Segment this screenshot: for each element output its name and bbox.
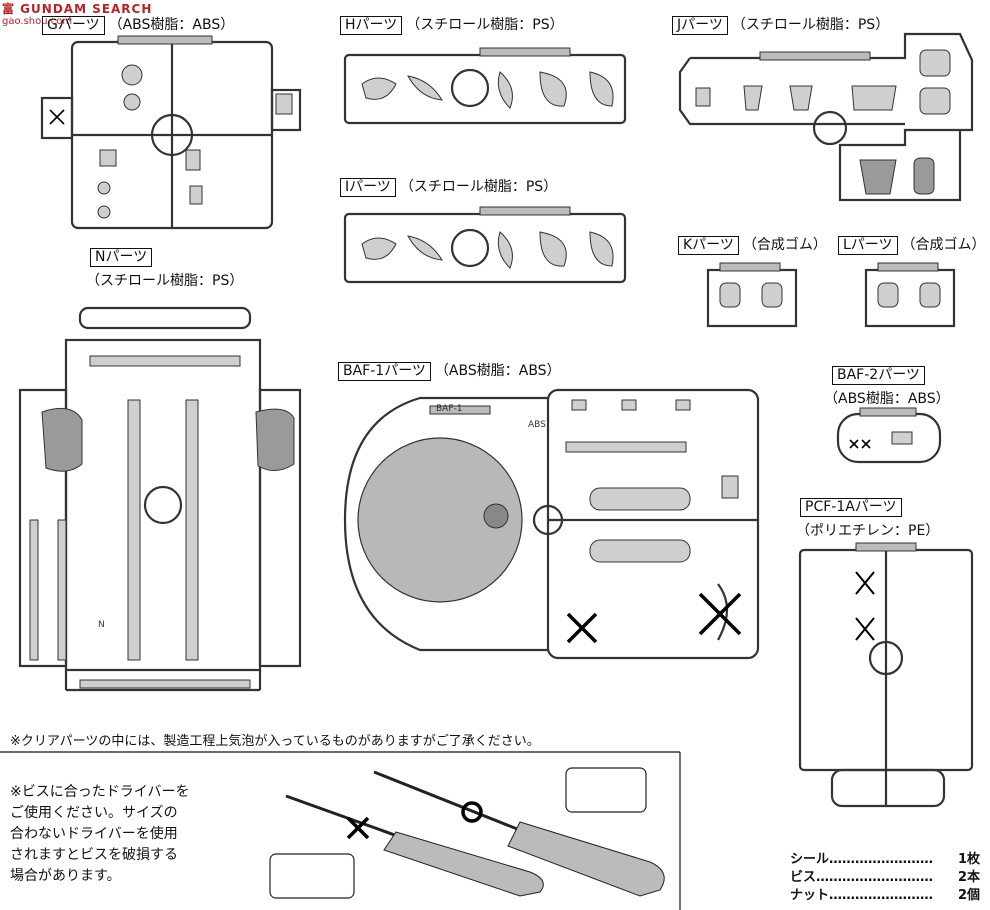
material-l: （合成ゴム） — [901, 237, 986, 253]
screwdriver-diagram — [0, 751, 681, 910]
material-g: （ABS樹脂：ABS） — [108, 17, 235, 33]
screwdriver-note-line: 場合があります。 — [10, 868, 121, 884]
part-label-g: Gパーツ — [42, 16, 105, 35]
sprue-mark-abs: ABS — [528, 420, 546, 430]
g-sprue — [40, 35, 302, 230]
inventory-qty: 2個 — [957, 888, 980, 903]
inventory-item: シール — [790, 852, 830, 867]
inventory-qty: 1枚 — [957, 852, 980, 867]
sprue-mark-baf1: BAF-1 — [436, 404, 463, 414]
l-sprue — [864, 262, 956, 328]
section-header-j: Jパーツ（スチロール樹脂：PS） — [672, 14, 889, 35]
material-n: （スチロール樹脂：PS） — [86, 273, 244, 289]
n-sprue — [18, 306, 302, 692]
screwdriver-note-line: 合わないドライバーを使用 — [10, 826, 178, 842]
part-label-pcf1a: PCF-1Aパーツ — [800, 498, 902, 517]
clear-parts-note: ※クリアパーツの中には、製造工程上気泡が入っているものがありますがご了承ください… — [10, 734, 540, 749]
part-label-k: Kパーツ — [678, 236, 739, 255]
screwdriver-note-line: ※ビスに合ったドライバーを — [10, 784, 190, 800]
section-header-k: Kパーツ（合成ゴム） — [678, 234, 827, 255]
inventory-item: ナット — [790, 888, 830, 903]
section-header-l: Lパーツ（合成ゴム） — [838, 234, 986, 255]
watermark-url: gao.shou.com — [2, 16, 73, 27]
section-header-baf1: BAF-1パーツ（ABS樹脂：ABS） — [338, 360, 561, 381]
screwdriver-note-line: されますとビスを破損する — [10, 847, 178, 863]
material-i: （スチロール樹脂：PS） — [399, 179, 558, 195]
material-k: （合成ゴム） — [742, 237, 827, 253]
material-pcf1a: （ポリエチレン：PE） — [796, 523, 940, 539]
inventory-dots: …………………… — [829, 852, 934, 867]
screwdriver-note-line: ご使用ください。サイズの — [10, 805, 178, 821]
pcf1a-sprue — [798, 542, 974, 808]
j-sprue — [678, 32, 974, 202]
part-label-l: Lパーツ — [838, 236, 898, 255]
part-label-j: Jパーツ — [672, 16, 728, 35]
i-sprue — [343, 206, 627, 284]
baf2-sprue — [836, 407, 942, 464]
k-sprue — [706, 262, 798, 328]
section-header-n: Nパーツ — [90, 248, 156, 267]
watermark-logo: 富 GUNDAM SEARCH — [2, 2, 153, 16]
section-header-g: Gパーツ（ABS樹脂：ABS） — [42, 14, 234, 35]
inventory-row: シール…………………… 1枚 — [790, 848, 980, 867]
section-header-h: Hパーツ（スチロール樹脂：PS） — [340, 14, 564, 35]
inventory-row: ナット…………………… 2個 — [790, 884, 980, 903]
part-label-h: Hパーツ — [340, 16, 403, 35]
sprue-mark-n: N — [98, 620, 105, 630]
inventory-qty: 2本 — [957, 870, 980, 885]
part-label-baf1: BAF-1パーツ — [338, 362, 431, 381]
part-label-baf2: BAF-2パーツ — [832, 366, 925, 385]
section-header-baf2: BAF-2パーツ — [832, 366, 929, 385]
h-sprue — [343, 47, 627, 125]
inventory-row: ビス……………………… 2本 — [790, 866, 980, 885]
inventory-dots: …………………… — [829, 888, 934, 903]
material-j: （スチロール樹脂：PS） — [731, 17, 890, 33]
part-label-n: Nパーツ — [90, 248, 153, 267]
section-header-i: Iパーツ（スチロール樹脂：PS） — [340, 176, 557, 197]
material-baf1: （ABS樹脂：ABS） — [434, 363, 561, 379]
inventory-item: ビス — [790, 870, 817, 885]
inventory-dots: ……………………… — [816, 870, 934, 885]
material-baf2: （ABS樹脂：ABS） — [824, 391, 950, 407]
baf1-sprue — [343, 388, 760, 660]
screwdriver-note: ※ビスに合ったドライバーを ご使用ください。サイズの 合わないドライバーを使用 … — [10, 782, 189, 887]
section-header-pcf1a: PCF-1Aパーツ — [800, 498, 906, 517]
part-label-i: Iパーツ — [340, 178, 396, 197]
material-h: （スチロール樹脂：PS） — [406, 17, 564, 33]
